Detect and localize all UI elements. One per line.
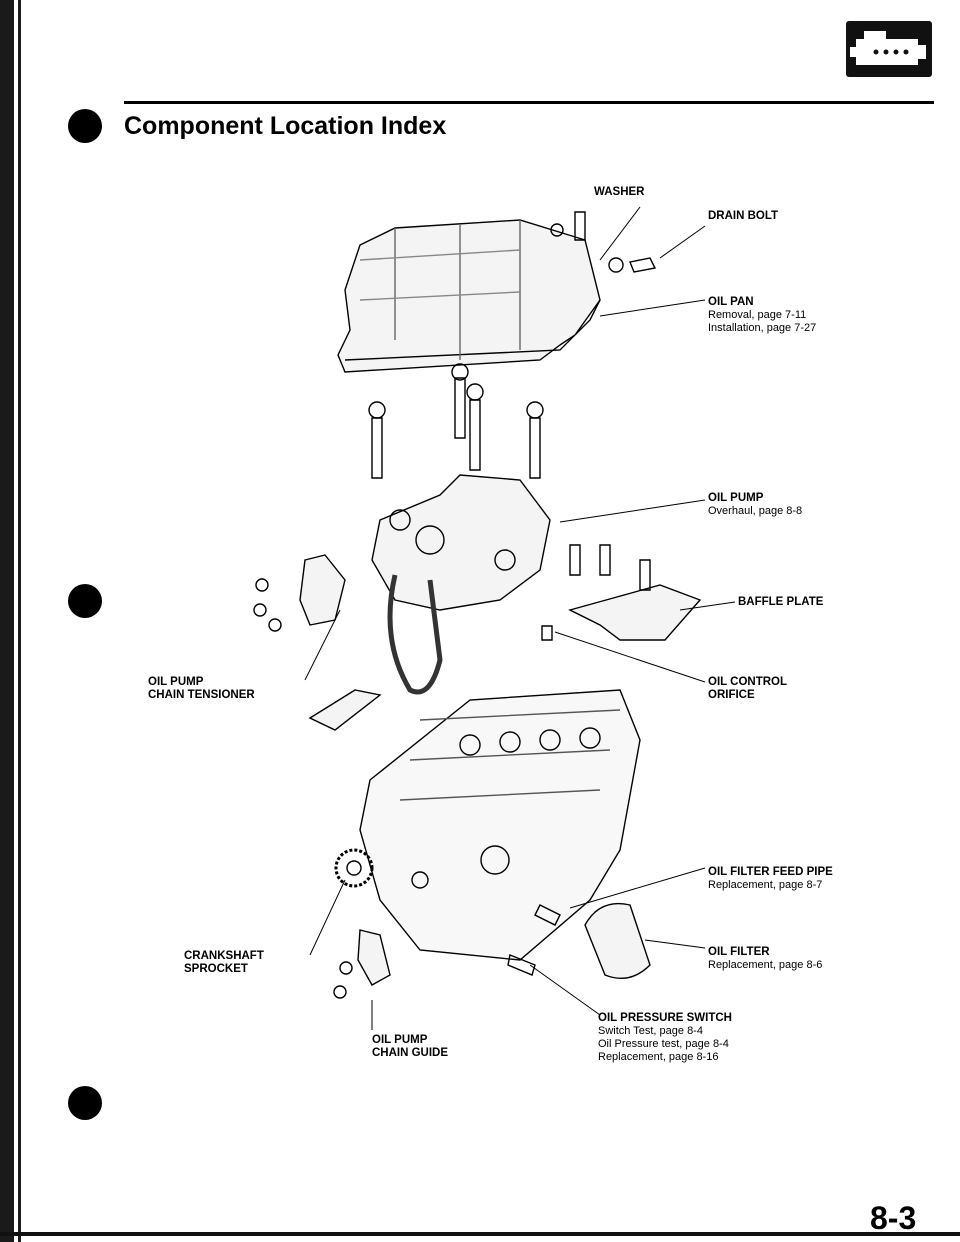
oil-pan-drawing	[337, 219, 601, 373]
label-crankshaft-sprocket: CRANKSHAFT SPROCKET	[184, 950, 264, 975]
binding-spine	[0, 0, 14, 1242]
page-number: 8-3	[870, 1200, 917, 1236]
label-drain-bolt: DRAIN BOLT	[708, 210, 779, 222]
footer-bar	[0, 1232, 960, 1236]
margin-bullet	[68, 1086, 102, 1120]
binding-spine-line	[18, 0, 21, 1242]
label-oil-pump: OIL PUMP Overhaul, page 8-8	[708, 492, 803, 517]
label-oil-control-orifice: OIL CONTROL ORIFICE	[708, 676, 788, 701]
oil-pump-bolts	[368, 363, 544, 479]
margin-bullet	[68, 584, 102, 618]
label-oil-pan: OIL PAN Removal, page 7-11 Installation,…	[708, 296, 817, 334]
label-washer: WASHER	[594, 186, 645, 198]
label-oil-filter-feed-pipe: OIL FILTER FEED PIPE Replacement, page 8…	[708, 866, 833, 891]
section-bullet	[68, 109, 102, 143]
label-baffle-plate: BAFFLE PLATE	[738, 596, 824, 608]
title-rule	[124, 101, 934, 104]
label-oil-pressure-switch: OIL PRESSURE SWITCH Switch Test, page 8-…	[598, 1012, 732, 1063]
leader-lines	[304, 206, 736, 1030]
label-oil-pump-chain-tensioner: OIL PUMP CHAIN TENSIONER	[148, 676, 255, 701]
label-oil-pump-chain-guide: OIL PUMP CHAIN GUIDE	[372, 1034, 449, 1059]
engine-icon	[846, 21, 932, 77]
engine-block-drawing	[359, 689, 641, 961]
label-oil-filter: OIL FILTER Replacement, page 8-6	[708, 946, 823, 971]
oil-pump-drawing	[371, 474, 551, 611]
page-title: Component Location Index	[124, 112, 447, 140]
